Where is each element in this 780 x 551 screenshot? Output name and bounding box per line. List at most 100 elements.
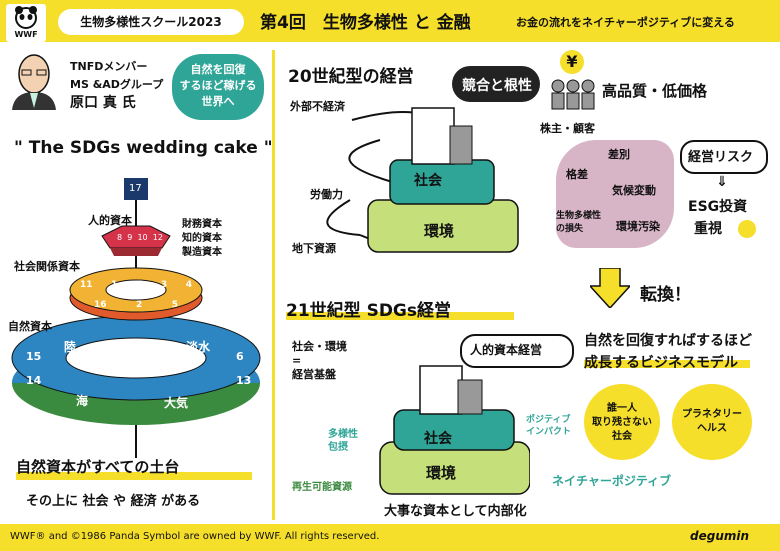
comp-bubble <box>452 66 540 102</box>
c21-renewable: 再生可能資源 <box>292 482 352 493</box>
goal-11: 11 <box>80 280 93 290</box>
capital-intellectual: 知的資本 <box>182 233 222 244</box>
economy-label: 人的資本 <box>88 214 132 227</box>
nature-sea: 海 <box>76 394 89 408</box>
speaker-role-2: MS &ADグループ <box>70 78 164 91</box>
goal-13: 13 <box>236 374 252 387</box>
risk-pollution: 環境汚染 <box>616 220 660 233</box>
goal-15: 15 <box>26 350 42 363</box>
goal-1: 1 <box>111 280 118 290</box>
transform-arrow-icon <box>590 268 630 308</box>
transform-label: 転換！ <box>640 285 691 305</box>
c21-internalize: 大事な資本として内部化 <box>384 504 527 519</box>
capital-financial: 財務資本 <box>182 219 222 230</box>
nature-atmosphere: 大気 <box>164 396 189 410</box>
page-tagline: お金の流れをネイチャーポジティブに変える <box>516 16 735 29</box>
c20-labor: 労働力 <box>310 188 343 201</box>
c21-cake-diagram <box>379 365 530 495</box>
c20-competition: 競合と根性 <box>462 78 532 94</box>
c21-human-capital: 人的資本経営 <box>470 343 543 357</box>
c21-inclusion: 包摂 <box>328 442 348 453</box>
logo-text: WWF <box>14 30 38 39</box>
yen-coin-icon: ¥ <box>560 50 584 74</box>
goal-9: 9 <box>127 233 133 242</box>
cake-caption-2: その上に 社会 や 経済 がある <box>26 494 201 509</box>
page-title: 第4回 生物多様性 と 金融 <box>260 13 471 33</box>
c21-title: 21世紀型 SDGs経営 <box>286 301 452 321</box>
risk-biodiversity: 生物多様性の損失 <box>556 211 602 234</box>
planetary-health-circle <box>672 384 752 460</box>
inclusive-society-circle <box>584 384 660 460</box>
c21-environment: 環境 <box>426 464 457 482</box>
panda-icon <box>15 6 37 29</box>
c21-model-2: 成長するビジネスモデル <box>584 355 738 371</box>
c20-society: 社会 <box>414 173 442 189</box>
model-highlight <box>584 360 750 368</box>
arrow-down-icon: ⇓ <box>716 174 728 190</box>
human-capital-bubble <box>460 334 574 368</box>
risk-title: 経営リスク <box>688 150 754 165</box>
goal-12: 12 <box>152 233 163 242</box>
c21-society: 社会 <box>424 431 452 447</box>
risk-title-box <box>680 140 768 174</box>
goal-17-label: 17 <box>129 183 142 194</box>
c20-quality: 高品質・低価格 <box>602 82 708 100</box>
goal-14: 14 <box>26 374 42 387</box>
goal-7: 7 <box>135 280 143 290</box>
school-name: 生物多様性スクール2023 <box>58 9 244 35</box>
c20-resources: 地下資源 <box>292 242 336 255</box>
wwf-logo: WWF <box>6 4 46 42</box>
c21-base-2: = <box>292 354 302 367</box>
caption-highlight <box>16 472 252 480</box>
goal-16: 16 <box>94 300 107 310</box>
goal-5: 5 <box>171 300 178 310</box>
copyright-text: WWF® and ©1986 Panda Symbol are owned by… <box>10 531 380 542</box>
bubble-line-2: するほど稼げる <box>179 79 257 92</box>
speaker-role-1: TNFDメンバー <box>70 60 148 73</box>
nature-label: 自然資本 <box>8 320 52 333</box>
column-divider <box>272 50 275 520</box>
goal-2: 2 <box>136 300 143 310</box>
speaker-bubble <box>172 54 264 120</box>
nature-land: 陸 <box>64 340 77 354</box>
c21-nature-positive: ネイチャーポジティブ <box>552 474 672 488</box>
c21-diversity: 多様性 <box>328 429 358 440</box>
c21-base-3: 経営基盤 <box>292 368 336 381</box>
risk-climate: 気候変動 <box>612 184 656 197</box>
c21-c2-line2: ヘルス <box>697 423 727 434</box>
c21-base-1: 社会・環境 <box>292 340 347 353</box>
c21-c1-line2: 取り残さない <box>592 417 652 428</box>
coin-sprout-icon <box>738 220 756 238</box>
cake-caption-1: 自然資本がすべての土台 <box>16 458 180 476</box>
speaker-name: 原口 真 氏 <box>70 95 136 111</box>
goal-4: 4 <box>185 280 192 290</box>
capital-manufactured: 製造資本 <box>182 247 222 258</box>
goal-17-tile <box>124 178 148 200</box>
bubble-line-3: 世界へ <box>201 95 235 108</box>
c20-external: 外部不経済 <box>290 100 345 113</box>
goal-10: 10 <box>137 233 148 242</box>
c20-cake-diagram <box>326 107 519 253</box>
society-label: 社会関係資本 <box>14 260 80 273</box>
bubble-line-1: 自然を回復 <box>190 63 246 76</box>
c21-c2-line1: プラネタリー <box>682 409 742 420</box>
c20-title: 20世紀型の経営 <box>288 67 414 87</box>
c21-positive: ポジティブ <box>526 415 571 425</box>
c20-stakeholders: 株主・顧客 <box>540 122 595 135</box>
c20-environment: 環境 <box>424 222 455 240</box>
c21-impact: インパクト <box>526 427 572 437</box>
goal-8: 8 <box>117 233 123 242</box>
c21-c1-line3: 社会 <box>612 431 632 442</box>
risk-discrimination: 差別 <box>608 148 630 161</box>
goal-6: 6 <box>236 350 244 363</box>
footer-bar: WWF® and ©1986 Panda Symbol are owned by… <box>0 524 780 551</box>
c21-title-highlight <box>286 312 514 320</box>
nature-freshwater: 淡水 <box>186 340 211 354</box>
risk-inequality: 格差 <box>566 168 588 181</box>
esg-investment: ESG投資 <box>688 199 748 215</box>
esg-emphasis: 重視 <box>694 221 722 237</box>
cake-title: " The SDGs wedding cake " <box>14 138 273 158</box>
risk-cloud <box>556 140 674 248</box>
illustrator-signature: degumin <box>690 529 750 543</box>
speaker-avatar <box>12 54 56 110</box>
